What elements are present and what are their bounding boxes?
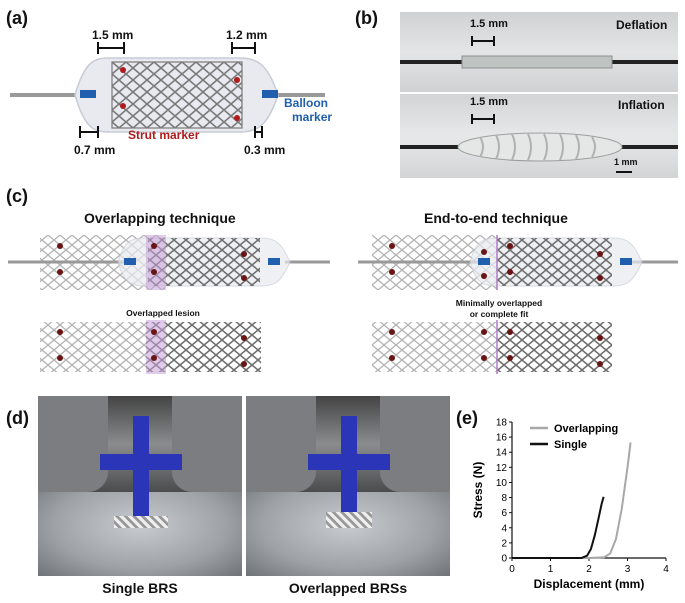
inflation-label: Inflation (618, 98, 665, 112)
y-axis-label: Stress (N) (471, 462, 485, 519)
strut-marker-dot (120, 103, 126, 109)
x-axis-label: Displacement (mm) (534, 577, 645, 591)
dim-label: 1.5 mm (92, 28, 134, 42)
legend-label-single: Single (554, 439, 587, 451)
panel-d-label: (d) (6, 408, 29, 428)
strut-marker-dot (234, 77, 240, 83)
panel-a-label: (a) (6, 8, 28, 28)
y-tick-label: 0 (501, 554, 507, 565)
y-tick-label: 12 (496, 463, 508, 474)
overlapped-brs-photo (246, 396, 450, 576)
single-brs-photo (38, 396, 242, 576)
y-tick-label: 2 (501, 538, 507, 549)
y-tick-label: 18 (496, 418, 508, 429)
series-line-single (512, 496, 605, 559)
dim-label: 0.3 mm (244, 143, 286, 157)
deflation-label: Deflation (616, 18, 668, 32)
panel-a-diagram (10, 42, 325, 138)
balloon-marker-right (262, 90, 278, 98)
minimal-overlap-note: Minimally overlapped or complete fit (434, 298, 564, 320)
y-tick-label: 10 (496, 478, 508, 489)
panel-e-label: (e) (456, 408, 478, 428)
y-tick-label: 16 (496, 433, 508, 444)
series-line-overlapping (512, 442, 632, 559)
x-tick-label: 3 (625, 564, 631, 575)
panel-c-diagram (8, 235, 678, 374)
scale-label-top: 1.5 mm (470, 18, 508, 30)
balloon-photo: 1.5 mm 1.5 mm Deflation Inflation 1 mm (400, 12, 678, 178)
panel-c-label: (c) (6, 186, 28, 206)
x-tick-label: 1 (548, 564, 554, 575)
x-tick-label: 0 (509, 564, 515, 575)
dim-label: 0.7 mm (74, 143, 116, 157)
y-tick-label: 4 (501, 523, 507, 534)
x-tick-label: 2 (586, 564, 592, 575)
y-tick-label: 8 (501, 493, 507, 504)
x-tick-label: 4 (663, 564, 669, 575)
strut-marker-dot (120, 67, 126, 73)
scale-bar-label: 1 mm (614, 157, 638, 167)
y-tick-label: 14 (496, 448, 508, 459)
balloon-marker-line1: Balloon (284, 96, 328, 110)
overlapped-brs-caption: Overlapped BRSs (288, 580, 408, 596)
scale-label-bottom: 1.5 mm (470, 96, 508, 108)
minimal-overlap-line1: Minimally overlapped (455, 298, 543, 308)
legend-label-overlapping: Overlapping (554, 423, 618, 435)
panel-b-label: (b) (355, 8, 378, 28)
end-to-end-title: End-to-end technique (424, 210, 568, 226)
single-brs-caption: Single BRS (102, 580, 178, 596)
balloon-marker-label: Balloon marker (284, 96, 332, 124)
overlapping-title: Overlapping technique (84, 210, 236, 226)
strut-marker-dot (234, 115, 240, 121)
balloon-marker-line2: marker (292, 110, 333, 124)
y-tick-label: 6 (501, 508, 507, 519)
minimal-overlap-line2: or complete fit (469, 309, 529, 319)
strut-marker-label: Strut marker (128, 128, 200, 142)
balloon-marker-left (80, 90, 96, 98)
overlapped-lesion-note: Overlapped lesion (126, 308, 200, 318)
dim-label: 1.2 mm (226, 28, 268, 42)
